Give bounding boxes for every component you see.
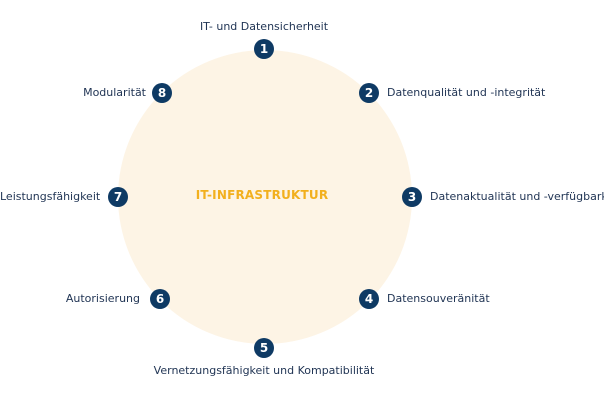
node-2-label: Datenqualität und -integrität xyxy=(387,86,546,99)
node-5-label: Vernetzungsfähigkeit und Kompatibilität xyxy=(153,364,375,377)
node-1-label: IT- und Datensicherheit xyxy=(199,20,329,33)
node-6-label: Autorisierung xyxy=(65,292,140,305)
node-7-label: Leistungsfähigkeit xyxy=(0,190,101,203)
node-3-badge: 3 xyxy=(402,187,422,207)
node-7-badge: 7 xyxy=(108,187,128,207)
node-5-badge: 5 xyxy=(254,338,274,358)
node-8-badge: 8 xyxy=(152,83,172,103)
node-1-badge: 1 xyxy=(254,39,274,59)
node-4-label: Datensouveränität xyxy=(387,292,490,305)
node-2-badge: 2 xyxy=(359,83,379,103)
node-4-badge: 4 xyxy=(359,289,379,309)
center-title: IT-INFRASTRUKTUR xyxy=(195,188,329,202)
node-8-label: Modularität xyxy=(83,86,146,99)
node-3-label: Datenaktualität und -verfügbarkeit xyxy=(430,190,604,203)
node-6-badge: 6 xyxy=(150,289,170,309)
